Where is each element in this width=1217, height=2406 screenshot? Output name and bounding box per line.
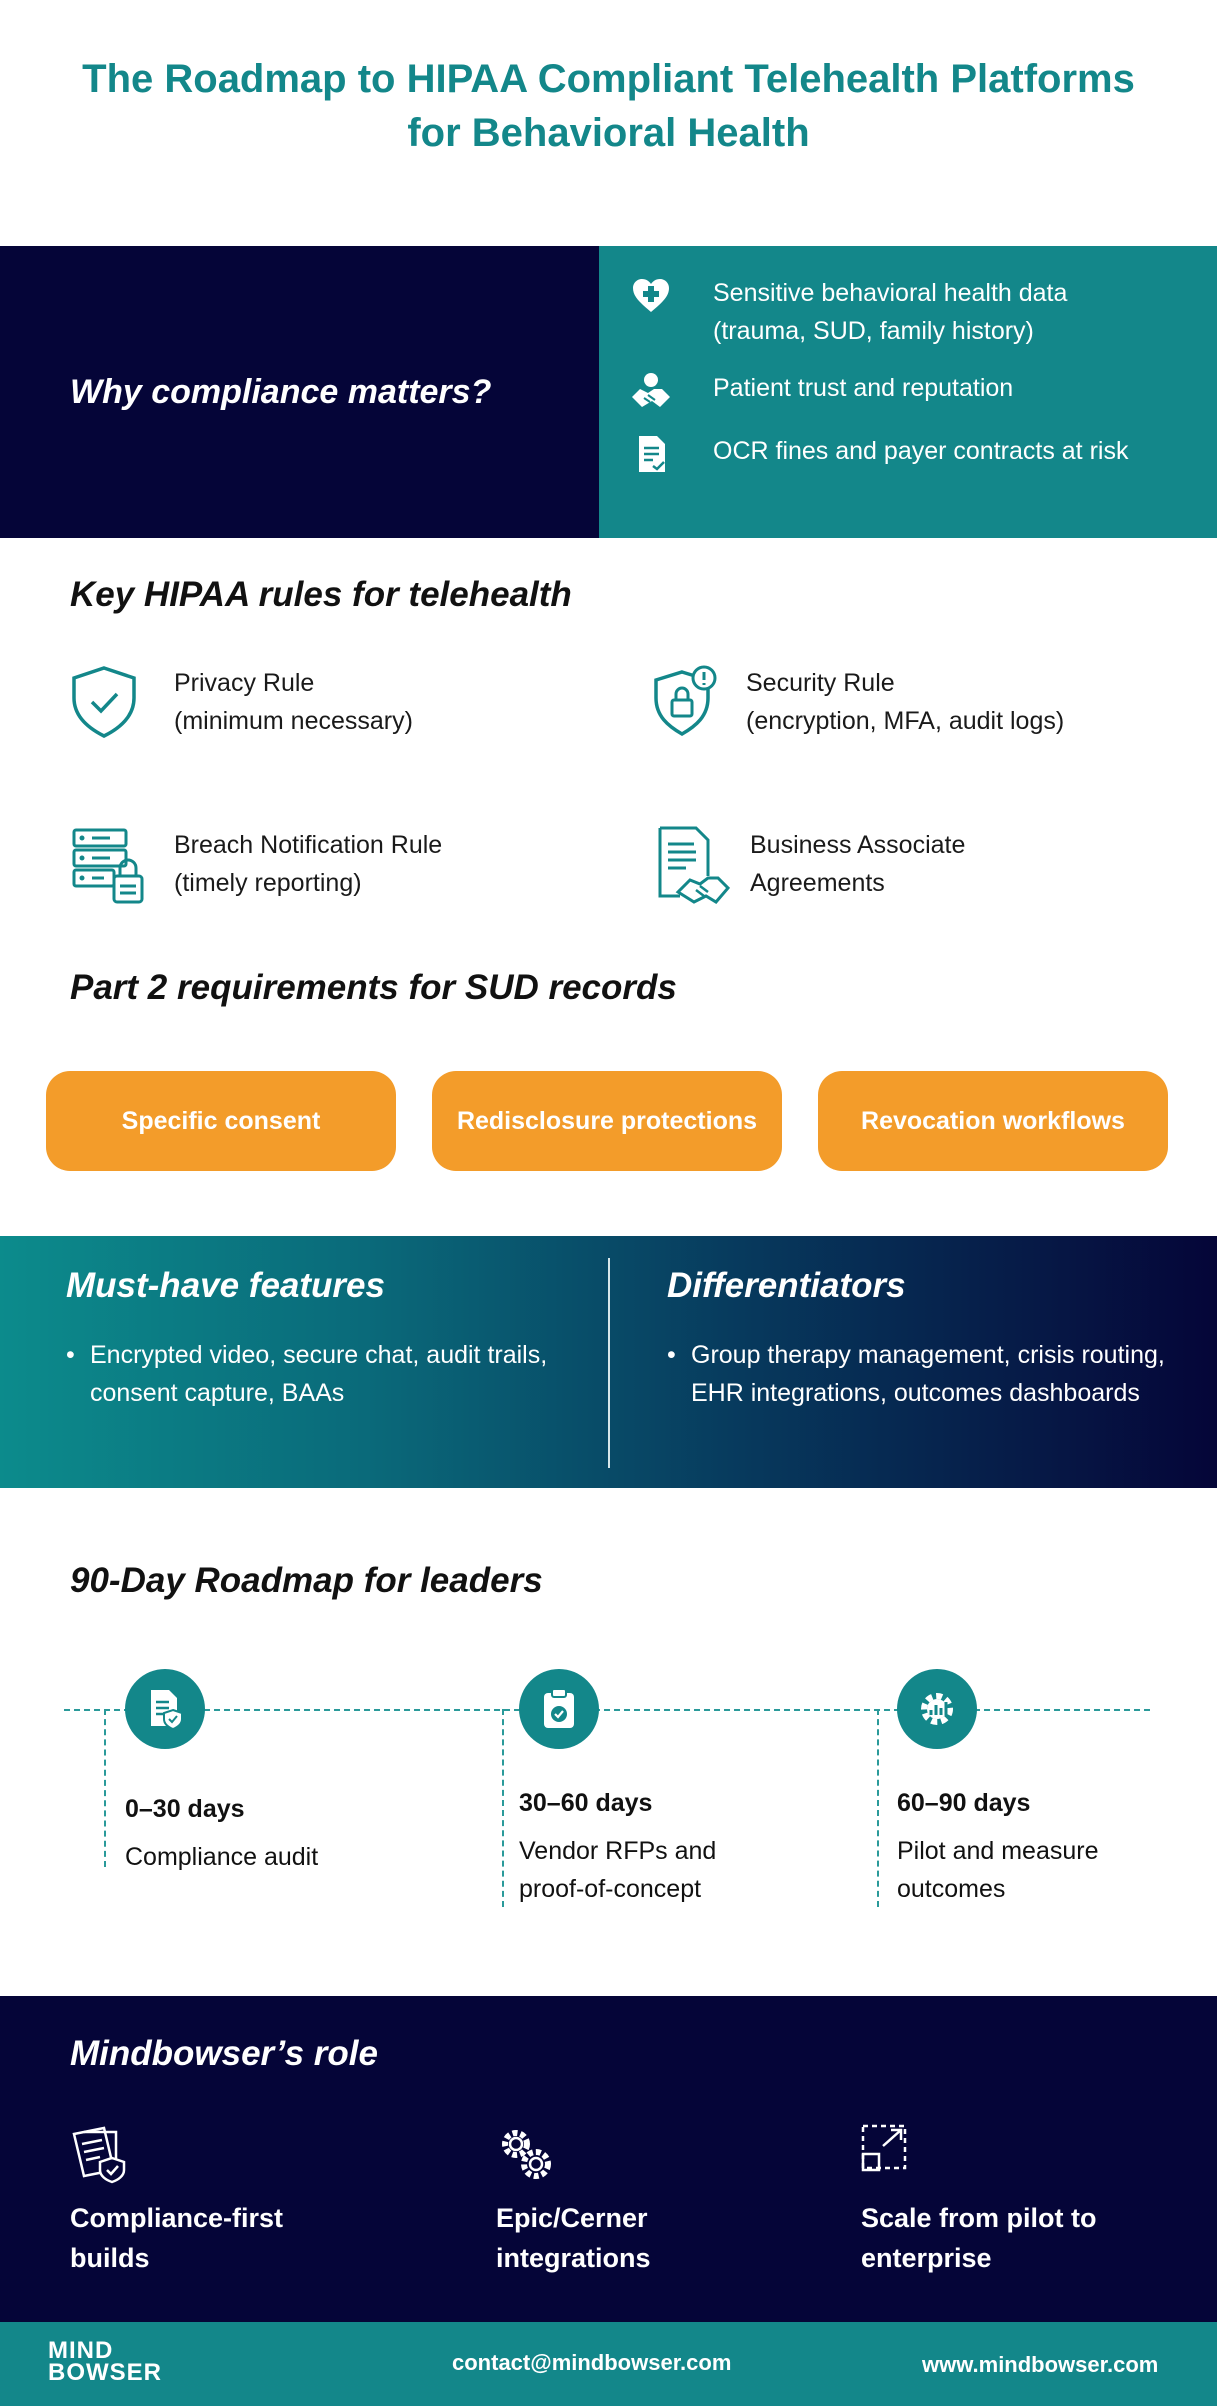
timeline-connector	[877, 1709, 879, 1907]
documents-shield-icon	[70, 2124, 130, 2184]
pill-redisclosure-protections: Redisclosure protections	[432, 1071, 782, 1171]
roadmap-phase: 30–60 days Vendor RFPs and proof-of-conc…	[519, 1789, 716, 1908]
why-item-text: Sensitive behavioral health data (trauma…	[713, 279, 1068, 345]
rule-text: Business Associate Agreements	[750, 831, 966, 897]
document-check-icon	[629, 432, 673, 476]
roadmap-timeline	[64, 1709, 1150, 1711]
server-lock-icon	[70, 826, 144, 906]
phase-days: 60–90 days	[897, 1789, 1031, 1817]
clipboard-check-icon	[519, 1669, 599, 1749]
gear-chart-icon	[897, 1669, 977, 1749]
must-have-text: Encrypted video, secure chat, audit trai…	[90, 1341, 548, 1407]
handshake-trust-icon	[629, 369, 673, 413]
role-item: Compliance-first builds	[70, 2124, 283, 2278]
differentiators-text: Group therapy management, crisis routing…	[691, 1341, 1165, 1407]
contact-email-link[interactable]: contact@mindbowser.com	[452, 2350, 732, 2375]
features-band: Must-have features • Encrypted video, se…	[0, 1236, 1217, 1488]
differentiators-bullet: • Group therapy management, crisis routi…	[667, 1336, 1167, 1412]
rule-text: Breach Notification Rule (timely reporti…	[174, 831, 443, 897]
page-title: The Roadmap to HIPAA Compliant Telehealt…	[0, 52, 1217, 160]
heart-plus-icon	[629, 274, 673, 318]
logo-line-1: MIND	[48, 2337, 114, 2364]
why-compliance-section: Why compliance matters? Sensitive behavi…	[0, 246, 1217, 538]
gears-icon	[496, 2124, 556, 2184]
shield-lock-alert-icon	[650, 664, 722, 744]
part2-heading: Part 2 requirements for SUD records	[70, 968, 677, 1007]
mindbowser-logo: MIND BOWSER	[48, 2337, 162, 2386]
role-heading: Mindbowser’s role	[70, 2034, 378, 2073]
rule-item: Security Rule (encryption, MFA, audit lo…	[650, 664, 1064, 744]
differentiators-column: Differentiators • Group therapy manageme…	[667, 1266, 1167, 1412]
roadmap-heading: 90-Day Roadmap for leaders	[70, 1561, 543, 1600]
website-link[interactable]: www.mindbowser.com	[922, 2352, 1159, 2377]
role-text: Epic/Cerner integrations	[496, 2203, 651, 2273]
why-reasons-panel: Sensitive behavioral health data (trauma…	[599, 246, 1217, 538]
footer: MIND BOWSER contact@mindbowser.com www.m…	[0, 2322, 1217, 2406]
phase-days: 0–30 days	[125, 1795, 245, 1823]
phase-description: Compliance audit	[125, 1843, 319, 1871]
role-text: Scale from pilot to enterprise	[861, 2203, 1097, 2273]
roadmap-phase: 0–30 days Compliance audit	[125, 1795, 318, 1876]
role-item: Epic/Cerner integrations	[496, 2124, 651, 2278]
logo-line-2: BOWSER	[48, 2359, 162, 2386]
document-shield-icon	[125, 1669, 205, 1749]
timeline-connector	[104, 1709, 106, 1867]
pill-revocation-workflows: Revocation workflows	[818, 1071, 1168, 1171]
role-section: Mindbowser’s role Compliance-first build…	[0, 1996, 1217, 2322]
role-text: Compliance-first builds	[70, 2203, 284, 2273]
roadmap-phase: 60–90 days Pilot and measure outcomes	[897, 1789, 1099, 1908]
why-item: OCR fines and payer contracts at risk	[629, 432, 1217, 476]
phase-description: Vendor RFPs and proof-of-concept	[519, 1837, 717, 1903]
rule-text: Security Rule (encryption, MFA, audit lo…	[746, 669, 1065, 735]
rule-item: Privacy Rule (minimum necessary)	[70, 664, 413, 744]
document-handshake-icon	[656, 826, 731, 906]
rules-heading: Key HIPAA rules for telehealth	[70, 575, 572, 614]
shield-check-icon	[70, 664, 142, 744]
role-item: Scale from pilot to enterprise	[861, 2124, 1097, 2278]
why-item: Patient trust and reputation	[629, 369, 1217, 413]
must-have-column: Must-have features • Encrypted video, se…	[66, 1266, 566, 1412]
scale-arrows-icon	[861, 2124, 921, 2184]
rule-item: Breach Notification Rule (timely reporti…	[70, 826, 442, 906]
why-item: Sensitive behavioral health data (trauma…	[629, 274, 1217, 350]
phase-description: Pilot and measure outcomes	[897, 1837, 1099, 1903]
why-heading: Why compliance matters?	[70, 372, 492, 411]
rule-text: Privacy Rule (minimum necessary)	[174, 669, 413, 735]
must-have-heading: Must-have features	[66, 1266, 385, 1305]
why-heading-panel: Why compliance matters?	[0, 246, 599, 538]
pill-specific-consent: Specific consent	[46, 1071, 396, 1171]
why-item-text: OCR fines and payer contracts at risk	[713, 437, 1129, 465]
rule-item: Business Associate Agreements	[656, 826, 965, 906]
phase-days: 30–60 days	[519, 1789, 653, 1817]
band-divider	[608, 1258, 610, 1468]
must-have-bullet: • Encrypted video, secure chat, audit tr…	[66, 1336, 566, 1412]
differentiators-heading: Differentiators	[667, 1266, 906, 1305]
title-line-2: for Behavioral Health	[407, 111, 810, 155]
title-line-1: The Roadmap to HIPAA Compliant Telehealt…	[82, 57, 1135, 101]
timeline-connector	[502, 1709, 504, 1907]
why-item-text: Patient trust and reputation	[713, 374, 1014, 402]
